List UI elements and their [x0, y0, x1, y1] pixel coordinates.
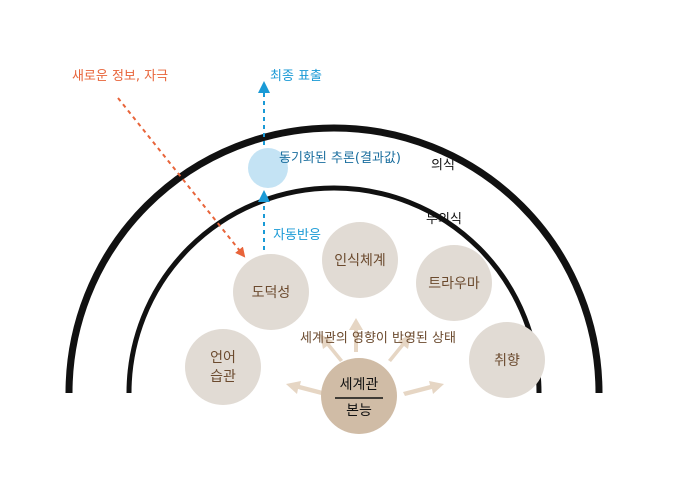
- core-node: [321, 358, 397, 434]
- trauma-label: 트라우마: [428, 276, 480, 292]
- new-info-arrow: [117, 97, 246, 258]
- core-bottom-label: 본능: [346, 403, 372, 419]
- language-habit-label-line1: 언어: [210, 350, 236, 366]
- language-habit-label-line2: 습관: [210, 369, 236, 385]
- taste-node: [469, 322, 545, 398]
- morality-label: 도덕성: [252, 285, 291, 301]
- radiating-arrows: [286, 318, 444, 396]
- auto-reasoning-label: 동기화된 추론(결과값): [279, 151, 401, 166]
- conscious-label: 의식: [431, 158, 455, 173]
- conscious-arc: [65, 124, 603, 394]
- arrow-up-mid-right: [388, 334, 411, 362]
- cognition-system-node: [322, 222, 398, 298]
- arrow-up: [349, 318, 363, 352]
- taste-label: 취향: [494, 353, 520, 369]
- morality-node: [233, 254, 309, 330]
- unconscious-label: 무의식: [426, 212, 462, 227]
- language-habit-node: [185, 329, 261, 405]
- trauma-node: [416, 245, 492, 321]
- final-expression-label: 최종 표출: [270, 69, 322, 84]
- arrow-up-left: [286, 381, 327, 396]
- unconscious-arc: [126, 185, 542, 394]
- result-bubble: [248, 148, 288, 188]
- new-info-label: 새로운 정보, 자극: [72, 69, 168, 84]
- auto-reaction-label: 자동반응: [273, 228, 321, 243]
- worldview-state-label: 세계관의 영향이 반영된 상태: [300, 331, 456, 346]
- core-top-label: 세계관: [340, 377, 379, 393]
- arrow-up-right: [403, 381, 444, 396]
- arrow-up-mid-left: [320, 334, 343, 362]
- cognition-system-label: 인식체계: [334, 253, 386, 269]
